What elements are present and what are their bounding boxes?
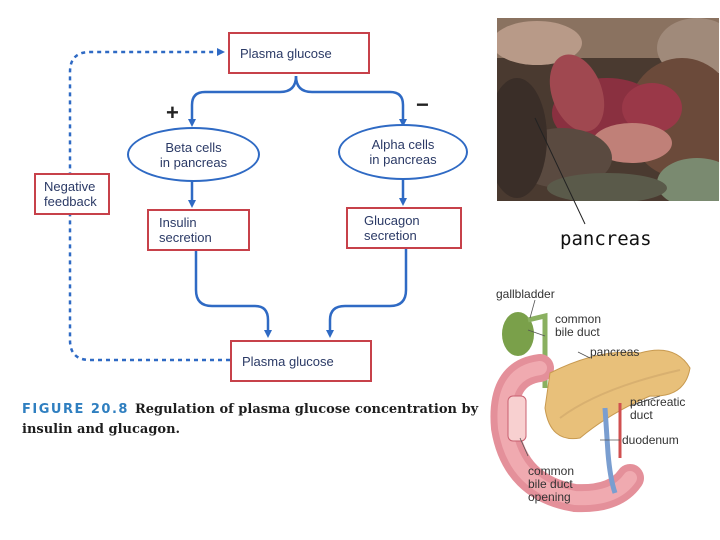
bile-duct-opening-line1: common <box>528 464 575 478</box>
pancreas-illustration <box>490 278 720 518</box>
bile-duct-opening-line2: bile duct <box>528 477 573 491</box>
pancreatic-duct-label: pancreatic duct <box>630 396 685 422</box>
beta-cells-ellipse: Beta cells in pancreas <box>127 127 260 182</box>
figure-caption-text: Regulation of plasma glucose concentrati… <box>22 402 479 437</box>
insulin-line2: secretion <box>159 230 212 245</box>
plasma-glucose-top-box: Plasma glucose <box>228 32 370 74</box>
feedback-line1: Negative <box>44 179 96 194</box>
negative-feedback-box: Negative feedback <box>34 173 110 215</box>
glucagon-line1: Glucagon <box>364 213 420 228</box>
arrow-to-alpha <box>294 75 407 127</box>
bile-duct-opening-label: common bile duct opening <box>528 465 574 504</box>
glucagon-line2: secretion <box>364 228 417 243</box>
dissection-photo <box>497 18 719 201</box>
arrow-insulin-to-bottom <box>194 250 272 338</box>
gallbladder-label: gallbladder <box>496 287 555 301</box>
plasma-glucose-top-label: Plasma glucose <box>240 45 332 61</box>
insulin-secretion-box: Insulin secretion <box>147 209 250 251</box>
arrow-to-beta <box>188 75 298 127</box>
beta-cells-line2: in pancreas <box>159 154 228 170</box>
duodenum-label: duodenum <box>622 433 679 447</box>
glucagon-secretion-box: Glucagon secretion <box>346 207 462 249</box>
common-bile-duct-line2: bile duct <box>555 325 600 339</box>
minus-sign: − <box>416 92 429 117</box>
arrow-glucagon-to-bottom <box>326 248 408 338</box>
feedback-line2: feedback <box>44 194 97 209</box>
alpha-cells-line1: Alpha cells <box>371 137 435 152</box>
pancreas-photo-label: pancreas <box>560 228 652 250</box>
alpha-cells-line2: in pancreas <box>369 152 437 167</box>
plasma-glucose-bottom-label: Plasma glucose <box>242 353 334 369</box>
plasma-glucose-bottom-box: Plasma glucose <box>230 340 372 382</box>
pancreatic-duct-line2: duct <box>630 408 653 422</box>
bile-duct-opening-line3: opening <box>528 490 571 504</box>
pancreas-illustration-label: pancreas <box>590 345 640 359</box>
common-bile-duct-line1: common <box>555 312 602 326</box>
plus-sign: + <box>166 100 179 125</box>
insulin-line1: Insulin <box>159 215 197 230</box>
pancreatic-duct-line1: pancreatic <box>630 395 686 409</box>
alpha-cells-ellipse: Alpha cells in pancreas <box>338 124 468 180</box>
figure-number: FIGURE 20.8 <box>22 402 129 417</box>
beta-cells-line1: Beta cells <box>165 139 222 155</box>
common-bile-duct-label: common bile duct <box>555 313 601 339</box>
